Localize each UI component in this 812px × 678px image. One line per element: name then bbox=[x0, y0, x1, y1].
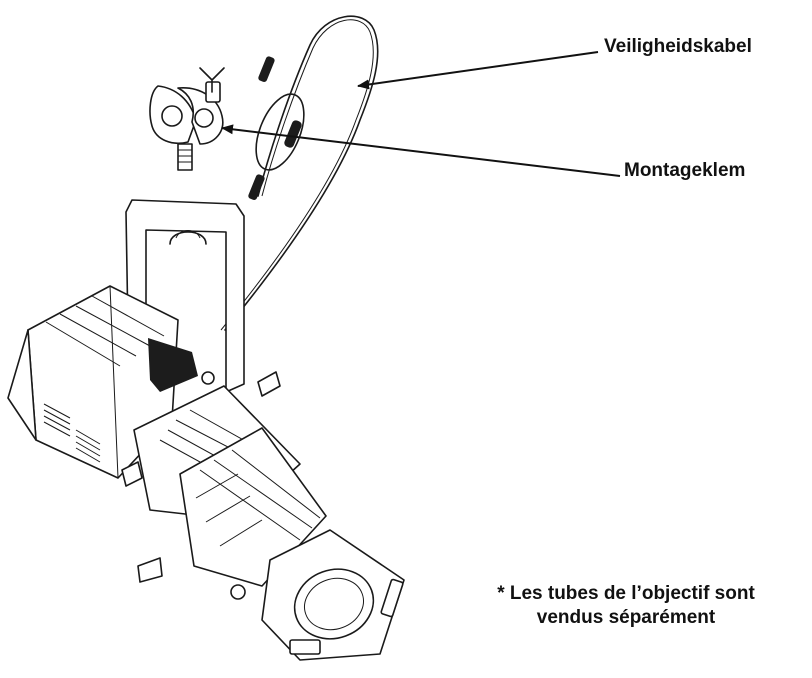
lens-tubes-note: * Les tubes de l’objectif sont vendus sé… bbox=[440, 582, 812, 630]
mounting-clamp-icon bbox=[149, 67, 225, 171]
ellipsoidal-fixture-icon bbox=[7, 199, 405, 661]
vent-grille bbox=[43, 403, 101, 463]
safety-cable-label: Veiligheidskabel bbox=[604, 36, 752, 57]
safety-cable-icon bbox=[220, 15, 379, 331]
mounting-clamp-arrow bbox=[221, 124, 621, 177]
mounting-clamp-label: Montageklem bbox=[624, 160, 746, 181]
note-line-2: vendus séparément bbox=[536, 607, 716, 628]
note-line-1: * Les tubes de l’objectif sont bbox=[497, 583, 755, 604]
safety-cable-arrow bbox=[357, 51, 599, 90]
